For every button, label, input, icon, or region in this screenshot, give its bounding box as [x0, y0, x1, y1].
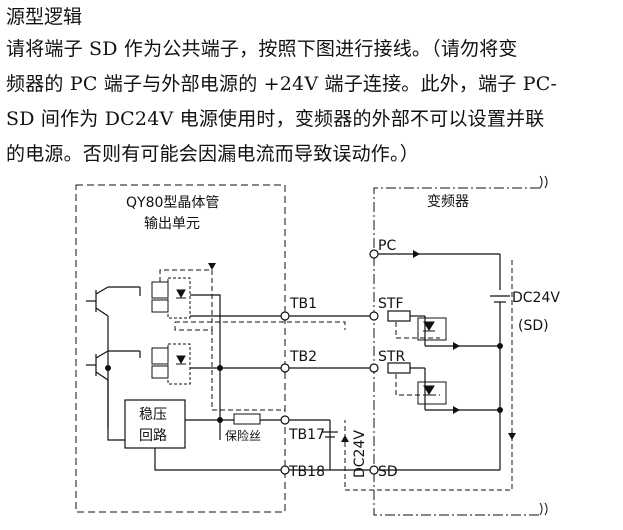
dc24v-outer-label: DC24V — [512, 290, 560, 306]
paragraph-line-2: 频器的 PC 端子与外部电源的 +24V 端子连接。此外，端子 PC- — [6, 73, 558, 95]
inverter-opto-2 — [417, 381, 447, 405]
flow-arrow — [508, 433, 516, 440]
inverter-current-path — [344, 260, 513, 491]
terminal-tb2-label: TB2 — [289, 349, 317, 365]
optocoupler-2 — [151, 343, 191, 385]
flow-arrow — [413, 250, 420, 258]
interconnect-wiring — [285, 253, 510, 471]
inverter-title: 变频器 — [427, 194, 469, 210]
paragraph-line-4: 的电源。否则有可能会因漏电流而导致误动作。） — [6, 143, 419, 165]
dc24v-inner-source — [322, 431, 338, 438]
inverter-opto-1 — [417, 317, 447, 341]
fuse-label: 保险丝 — [225, 428, 261, 443]
terminal-tb18-label: TB18 — [288, 464, 325, 480]
qy80-wiring — [107, 294, 285, 471]
junction-dot — [105, 365, 111, 371]
flow-arrow — [341, 435, 349, 442]
section-heading: 源型逻辑 — [6, 6, 83, 28]
qy80-current-path — [159, 269, 346, 411]
junction-dot — [497, 407, 503, 413]
inverter-box-break-bottom — [539, 502, 548, 516]
regulator-box — [124, 399, 186, 449]
terminal-str-label: STR — [378, 349, 405, 365]
terminal-pc-label: PC — [378, 238, 396, 254]
optocoupler-1 — [151, 277, 191, 319]
terminal-stf-label: STF — [378, 296, 404, 312]
junction-dot — [497, 343, 503, 349]
terminal-sd-label: SD — [378, 464, 398, 480]
regulator-label-1: 稳压 — [139, 407, 167, 423]
text-block: 源型逻辑 请将端子 SD 作为公共端子，按照下图进行接线。（请勿将变 频器的 P… — [6, 0, 618, 172]
flow-arrow — [453, 342, 460, 350]
terminal-tb1-label: TB1 — [289, 296, 317, 312]
fuse-symbol — [233, 413, 261, 425]
inverter-box — [373, 187, 540, 516]
inverter-box-break-top — [539, 175, 548, 189]
flow-arrow — [208, 263, 216, 270]
dc24v-sd-note: (SD) — [518, 318, 549, 334]
qy80-title-line2: 输出单元 — [144, 216, 200, 232]
dc24v-inner-label: DC24V — [352, 430, 368, 478]
terminals — [280, 249, 379, 475]
qy80-title-line1: QY80型晶体管 — [126, 195, 219, 211]
flow-arrow — [453, 406, 460, 414]
terminal-tb17-label: TB17 — [288, 427, 325, 443]
junction-dot — [217, 417, 223, 423]
regulator-label-2: 回路 — [139, 428, 167, 444]
paragraph-line-3: SD 间作为 DC24V 电源使用时，变频器的外部不可以设置并联 — [6, 108, 545, 130]
qy80-unit-box — [75, 184, 286, 513]
paragraph-line-1: 请将端子 SD 作为公共端子，按照下图进行接线。（请勿将变 — [6, 38, 518, 60]
junction-dot — [217, 365, 223, 371]
transistor-1 — [86, 286, 141, 368]
